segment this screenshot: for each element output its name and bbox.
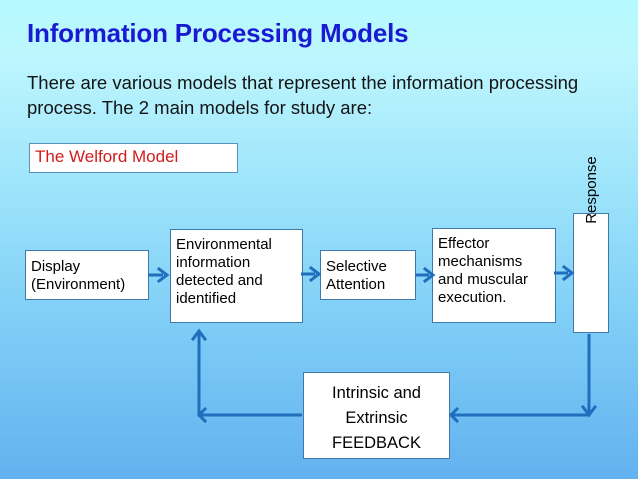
flow-box-environment: Environmental information detected and i…	[170, 229, 303, 323]
welford-model-callout: The Welford Model	[29, 143, 238, 173]
environment-line-2: information	[176, 254, 251, 271]
arrow-right-icon	[148, 264, 172, 286]
flow-box-display: Display (Environment)	[25, 250, 149, 300]
effector-line-1: Effector	[438, 235, 490, 252]
effector-line-3: and muscular	[438, 271, 529, 288]
feedback-line-2: Extrinsic	[345, 409, 408, 427]
attention-line-2: Attention	[326, 276, 386, 293]
flow-box-effector: Effector mechanisms and muscular executi…	[432, 228, 556, 323]
flow-box-environment-text: Environmental information detected and i…	[176, 236, 299, 308]
flow-box-selective-attention: Selective Attention	[320, 250, 416, 300]
effector-line-4: execution.	[438, 289, 507, 306]
flow-box-response-text: Response	[583, 156, 600, 224]
arrow-right-icon	[553, 262, 577, 284]
environment-line-3: detected and	[176, 272, 263, 289]
feedback-left-path	[190, 328, 302, 424]
effector-line-2: mechanisms	[438, 253, 523, 270]
feedback-line-3: FEEDBACK	[332, 434, 421, 452]
flow-box-response: Response	[573, 156, 609, 333]
flow-box-feedback-text: Intrinsic and Extrinsic FEEDBACK	[304, 381, 449, 456]
welford-model-label: The Welford Model	[35, 147, 179, 166]
page-title: Information Processing Models	[27, 18, 409, 48]
arrow-right-icon	[414, 264, 438, 286]
feedback-line-1: Intrinsic and	[332, 384, 421, 402]
arrow-right-icon	[300, 263, 324, 285]
environment-line-1: Environmental	[176, 236, 272, 253]
flow-box-display-text: Display (Environment)	[31, 258, 145, 294]
feedback-right-path	[448, 334, 598, 424]
flow-box-feedback: Intrinsic and Extrinsic FEEDBACK	[303, 372, 450, 459]
flow-box-effector-text: Effector mechanisms and muscular executi…	[438, 235, 552, 307]
display-line-2: (Environment)	[31, 276, 126, 293]
environment-line-4: identified	[176, 290, 237, 307]
display-line-1: Display	[31, 258, 81, 275]
attention-line-1: Selective	[326, 258, 387, 275]
flow-box-selective-attention-text: Selective Attention	[326, 258, 412, 294]
intro-paragraph: There are various models that represent …	[27, 72, 579, 118]
